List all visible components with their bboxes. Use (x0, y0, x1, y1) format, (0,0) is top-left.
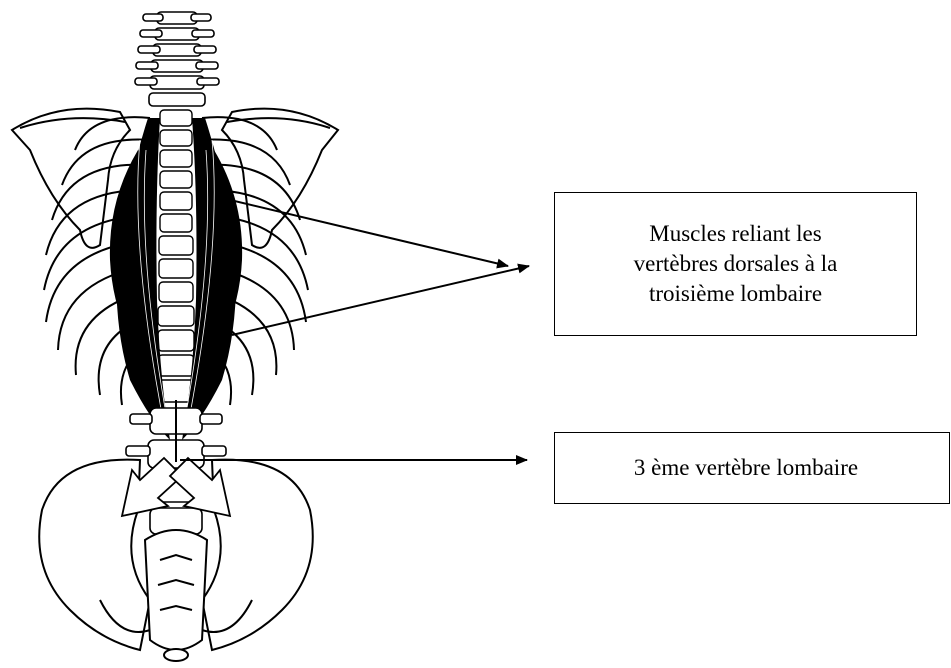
vertebra-label-box: 3 ème vertèbre lombaire (554, 432, 950, 504)
muscles-label-line-2: vertèbres dorsales à la (634, 249, 838, 279)
muscles-label-box: Muscles reliant les vertèbres dorsales à… (554, 192, 917, 336)
vertebra-label: 3 ème vertèbre lombaire (634, 453, 858, 483)
muscles-label-line-1: Muscles reliant les (634, 219, 838, 249)
thoracic-vertebrae (157, 110, 195, 402)
muscles-label-line-3: troisième lombaire (634, 279, 838, 309)
cervical-vertebrae (135, 12, 219, 106)
